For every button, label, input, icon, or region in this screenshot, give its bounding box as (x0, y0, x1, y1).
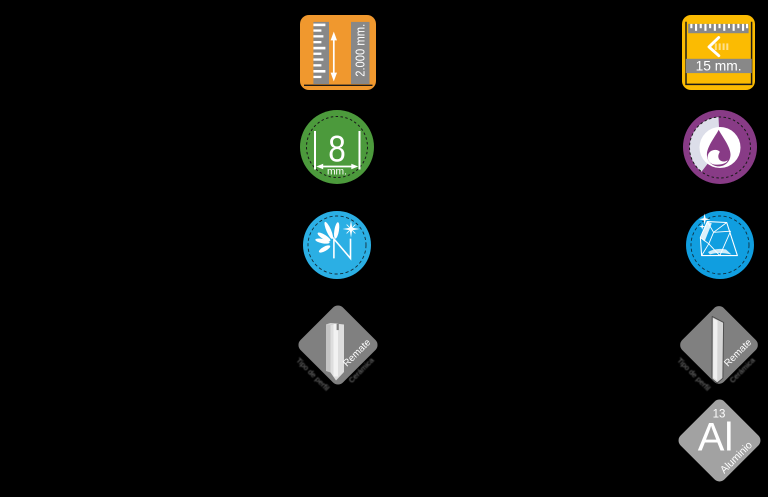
svg-text:8: 8 (328, 129, 346, 170)
svg-text:2.000 mm.: 2.000 mm. (353, 24, 368, 77)
svg-text:mm.: mm. (327, 167, 347, 178)
svg-text:13: 13 (713, 409, 726, 421)
svg-text:15 mm.: 15 mm. (696, 59, 742, 74)
svg-text:Al: Al (698, 416, 734, 460)
